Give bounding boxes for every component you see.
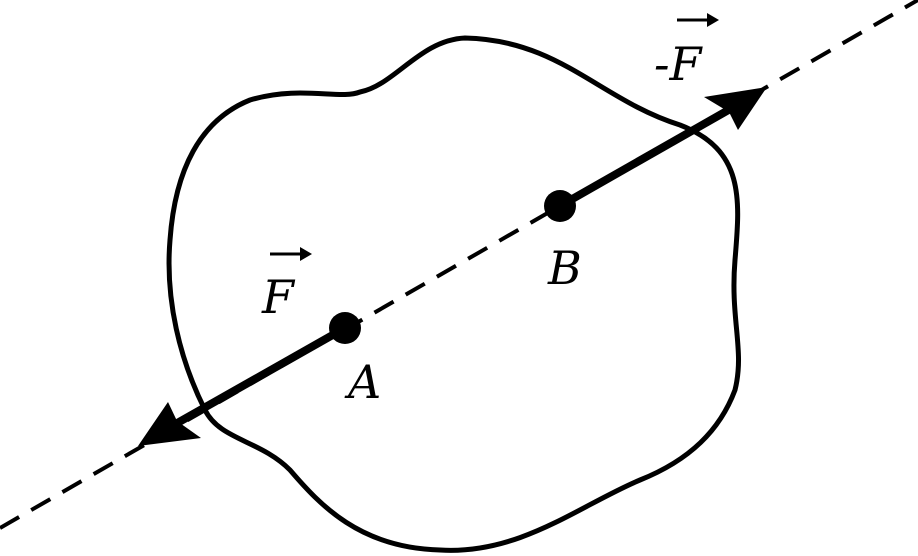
point-b-dot bbox=[544, 190, 576, 222]
force-neg-f-vector-arrow-icon bbox=[677, 13, 719, 27]
point-a-label: A bbox=[344, 355, 381, 409]
force-neg-f-label: -F bbox=[654, 37, 704, 91]
force-f-arrowhead bbox=[138, 402, 201, 446]
force-f-vector-arrow-icon bbox=[270, 247, 312, 261]
force-neg-f-arrowhead bbox=[704, 87, 767, 130]
point-a-dot bbox=[329, 312, 361, 344]
rigid-body-outline bbox=[166, 35, 742, 553]
force-f-arrow-shaft bbox=[170, 324, 347, 430]
point-b-label: B bbox=[547, 241, 582, 295]
line-of-action bbox=[0, 0, 918, 530]
force-neg-f-arrow-shaft bbox=[558, 104, 734, 210]
force-f-label: F bbox=[261, 270, 296, 324]
